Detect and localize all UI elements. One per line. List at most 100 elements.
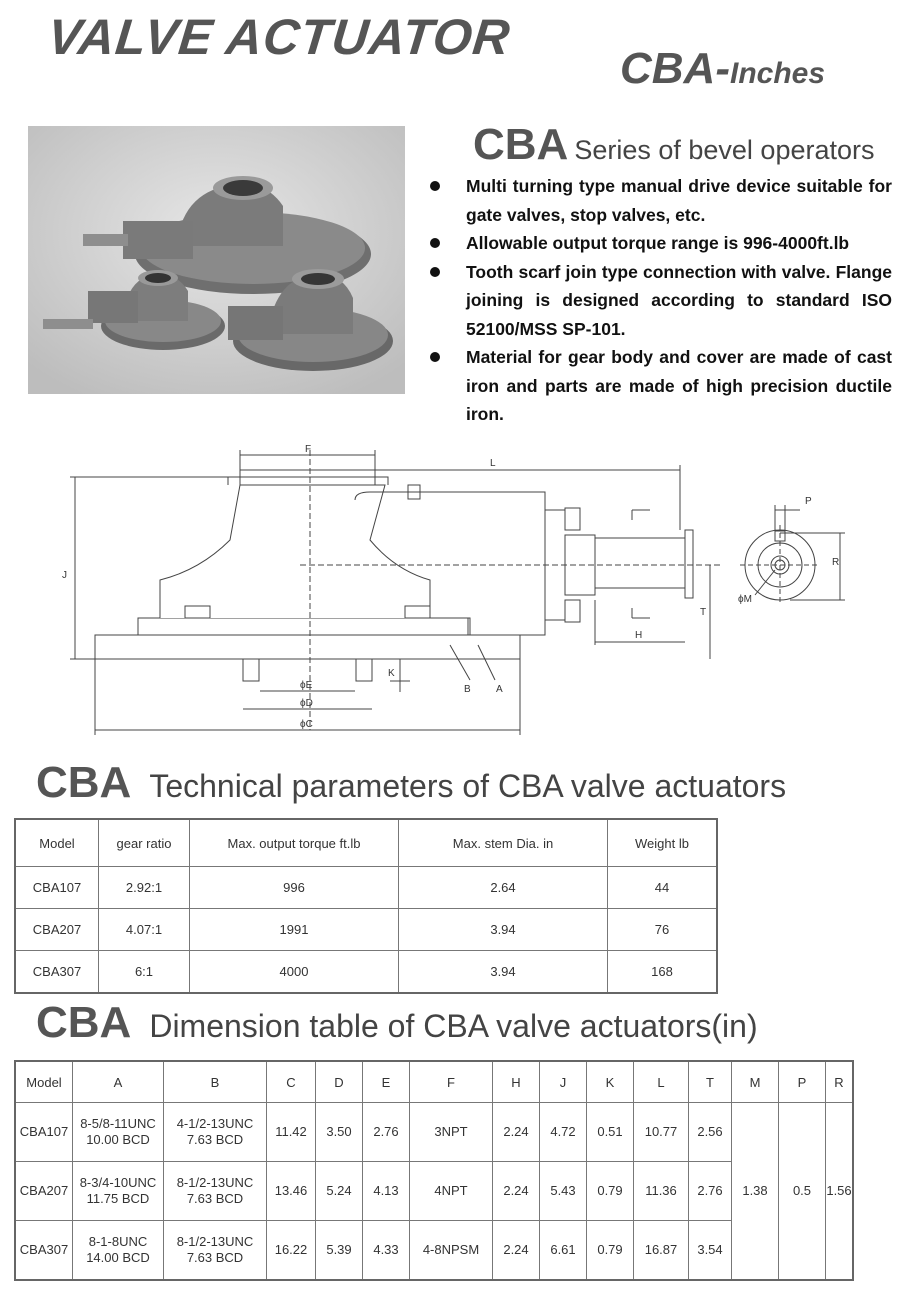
dim-label-d: ϕD <box>300 698 313 709</box>
cell-a-thread: 8-3/4-10UNC <box>79 1175 157 1190</box>
dim-label-t: T <box>700 607 706 618</box>
cell-e: 4.13 <box>362 1161 410 1221</box>
cell-e: 2.76 <box>362 1102 410 1162</box>
cell-l: 16.87 <box>633 1220 689 1281</box>
col-header: R <box>825 1060 854 1103</box>
page-subtitle: CBA-Inches <box>620 44 825 94</box>
cell-a-bcd: 10.00 BCD <box>86 1132 150 1147</box>
feature-text: Tooth scarf join type connection with va… <box>466 261 892 339</box>
cell-p: 0.5 <box>778 1102 826 1281</box>
dim-code: CBA <box>36 998 132 1047</box>
cell-t: 3.54 <box>688 1220 732 1281</box>
col-header: M <box>731 1060 779 1103</box>
col-header: Model <box>14 818 99 867</box>
feature-text: Multi turning type manual drive device s… <box>466 176 892 225</box>
cell-m: 1.38 <box>731 1102 779 1281</box>
page-title: VALVE ACTUATOR <box>45 9 514 65</box>
cell-k: 0.79 <box>586 1220 634 1281</box>
col-header: gear ratio <box>98 818 190 867</box>
bullet-icon <box>430 181 440 191</box>
cell-t: 2.76 <box>688 1161 732 1221</box>
dim-label-r: R <box>832 557 839 568</box>
cell-f: 3NPT <box>409 1102 493 1162</box>
feature-item: Tooth scarf join type connection with va… <box>428 258 892 344</box>
col-header: E <box>362 1060 410 1103</box>
cell-a-thread: 8-1-8UNC <box>88 1234 148 1249</box>
series-text: Series of bevel operators <box>574 135 875 165</box>
cell: 6:1 <box>98 950 190 994</box>
col-header: Max. stem Dia. in <box>398 818 608 867</box>
table-row: CBA207 4.07:1 1991 3.94 76 <box>14 908 718 951</box>
cell-k: 0.79 <box>586 1161 634 1221</box>
col-header: P <box>778 1060 826 1103</box>
cell: 4000 <box>189 950 399 994</box>
cell-k: 0.51 <box>586 1102 634 1162</box>
dim-label-l: L <box>490 458 496 469</box>
tech-title: Technical parameters of CBA valve actuat… <box>149 768 787 804</box>
cell: 168 <box>607 950 718 994</box>
dim-label-k: K <box>388 668 395 679</box>
dim-label-j: J <box>62 570 67 581</box>
cell-d: 5.24 <box>315 1161 363 1221</box>
cell-b-bcd: 7.63 BCD <box>186 1250 244 1265</box>
subtitle-small: Inches <box>729 57 826 90</box>
cell: 44 <box>607 866 718 909</box>
cell-b-bcd: 7.63 BCD <box>186 1132 244 1147</box>
cell-f: 4-8NPSM <box>409 1220 493 1281</box>
cell-b-thread: 8-1/2-13UNC <box>176 1175 254 1190</box>
cell: CBA307 <box>14 950 99 994</box>
dim-table: Model A B C D E F H J K L T M P R CBA107… <box>14 1060 854 1281</box>
technical-drawing: F L J K ϕE ϕD ϕC B A H T P R ϕM <box>62 444 845 735</box>
col-header: B <box>163 1060 267 1103</box>
cell: 4.07:1 <box>98 908 190 951</box>
dim-label-f: F <box>305 444 311 455</box>
bullet-icon <box>430 352 440 362</box>
col-header: D <box>315 1060 363 1103</box>
cell-r: 1.56 <box>825 1102 854 1281</box>
feature-item: Material for gear body and cover are mad… <box>428 343 892 429</box>
cell: CBA107 <box>14 866 99 909</box>
dim-label-p: P <box>805 496 812 507</box>
cell-b-thread: 4-1/2-13UNC <box>176 1116 254 1131</box>
feature-item: Allowable output torque range is 996-400… <box>428 229 892 258</box>
col-header: Model <box>14 1060 73 1103</box>
dim-label-b: B <box>464 684 471 695</box>
table-row: CBA107 2.92:1 996 2.64 44 <box>14 866 718 909</box>
cell: 2.64 <box>398 866 608 909</box>
col-header: A <box>72 1060 164 1103</box>
cell-c: 13.46 <box>266 1161 316 1221</box>
table-header-row: Model gear ratio Max. output torque ft.l… <box>14 818 718 867</box>
cell: 3.94 <box>398 950 608 994</box>
feature-item: Multi turning type manual drive device s… <box>428 172 892 229</box>
col-header: L <box>633 1060 689 1103</box>
cell: CBA207 <box>14 908 99 951</box>
col-header: Max. output torque ft.lb <box>189 818 399 867</box>
cell-h: 2.24 <box>492 1102 540 1162</box>
col-header: T <box>688 1060 732 1103</box>
col-header: F <box>409 1060 493 1103</box>
dim-label-c: ϕC <box>300 719 313 730</box>
cell-b-bcd: 7.63 BCD <box>186 1191 244 1206</box>
dim-label-h: H <box>635 630 642 641</box>
cell-a-bcd: 14.00 BCD <box>86 1250 150 1265</box>
series-code: CBA <box>473 120 569 169</box>
cell: 3.94 <box>398 908 608 951</box>
product-photo <box>28 126 405 394</box>
col-header: J <box>539 1060 587 1103</box>
table-header-row: Model A B C D E F H J K L T M P R <box>14 1060 854 1103</box>
cell-c: 16.22 <box>266 1220 316 1281</box>
cell-l: 10.77 <box>633 1102 689 1162</box>
table-row: CBA307 6:1 4000 3.94 168 <box>14 950 718 994</box>
cell-a-thread: 8-5/8-11UNC <box>80 1116 156 1131</box>
cell-model: CBA107 <box>14 1102 73 1162</box>
dim-label-m: ϕM <box>738 594 752 605</box>
col-header: Weight lb <box>607 818 718 867</box>
